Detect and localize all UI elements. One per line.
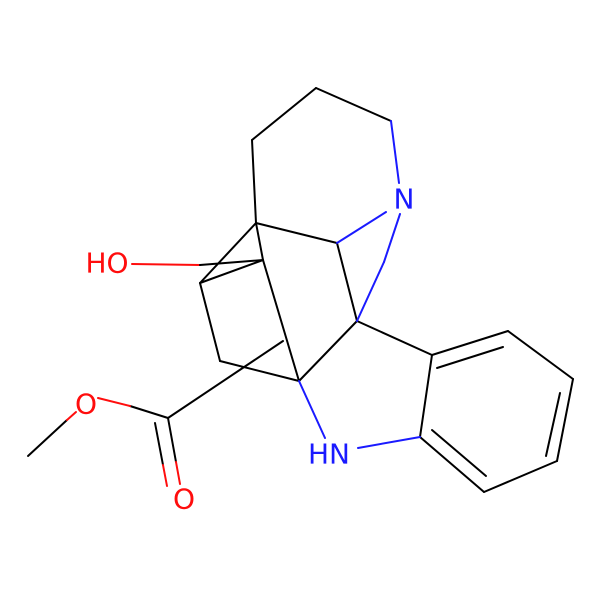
bond [162, 464, 168, 487]
bond [167, 340, 284, 419]
hydroxyl-atom-label: HO [85, 247, 128, 280]
bond [336, 242, 358, 322]
bond [390, 120, 400, 184]
bond [27, 419, 68, 457]
bond [431, 429, 487, 477]
atom-labels: N HN HO O O [75, 183, 415, 516]
bond [436, 346, 504, 369]
bond [255, 222, 264, 261]
carbon-skeleton [27, 87, 574, 493]
carbonyl-oxygen-atom-label: O [173, 483, 195, 516]
bond [431, 330, 509, 356]
bond [219, 360, 300, 382]
bond [199, 282, 221, 362]
bond [356, 320, 433, 356]
bond [545, 392, 561, 457]
bond [154, 422, 164, 466]
bond [255, 222, 338, 244]
bond [199, 259, 264, 284]
bond [175, 461, 181, 485]
bond [315, 87, 392, 122]
bond [199, 222, 257, 284]
bond [262, 259, 300, 382]
heteroatom-bonds [66, 120, 421, 487]
bond [356, 261, 385, 322]
bond [298, 380, 326, 439]
bond [383, 213, 401, 263]
ester-oxygen-atom-label: O [75, 388, 97, 421]
bond [97, 397, 131, 407]
bond [129, 405, 169, 419]
bond [66, 411, 77, 421]
bond [199, 259, 264, 266]
bond [357, 436, 421, 449]
bond [419, 354, 433, 438]
bond [131, 263, 201, 266]
bond [556, 378, 574, 462]
indoline-nh-atom-label: HN [308, 438, 350, 471]
bond [251, 139, 257, 224]
bond [251, 87, 317, 141]
nitrogen-atom-label: N [394, 183, 415, 216]
bond [507, 330, 574, 380]
bond [419, 436, 485, 493]
bond [483, 460, 558, 493]
bond [167, 417, 177, 463]
bond [336, 211, 387, 244]
bond [298, 320, 358, 382]
